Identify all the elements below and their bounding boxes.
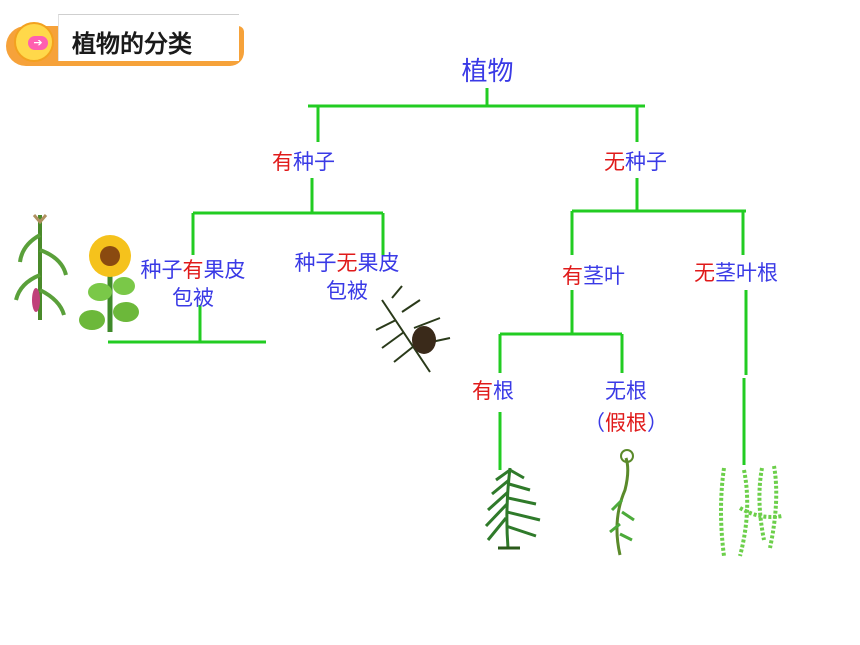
has-seed-mark: 有 bbox=[272, 150, 293, 174]
no-seed-text: 种子 bbox=[625, 150, 667, 174]
seed-no-pericarp-mark: 无 bbox=[336, 251, 358, 275]
seed-no-pericarp-label: 种子无果皮 包被 bbox=[282, 249, 412, 305]
root-label: 植物 bbox=[461, 57, 514, 87]
pine-branch-icon bbox=[375, 285, 451, 373]
seed-with-pericarp-line1: 种子有果皮 bbox=[128, 256, 258, 284]
has-root-label: 有根 bbox=[472, 377, 514, 405]
seed-no-pericarp-line2: 包被 bbox=[326, 279, 368, 303]
false-root-line: （假根） bbox=[576, 409, 676, 437]
slide-header: ➔ 植物的分类 bbox=[4, 14, 244, 68]
seed-with-pericarp-mark: 有 bbox=[182, 258, 204, 282]
no-seed-label: 无种子 bbox=[604, 148, 667, 176]
false-root-mark: 假根 bbox=[605, 411, 647, 435]
no-stem-leaf-root-label: 无茎叶根 bbox=[694, 259, 778, 287]
seed-with-pericarp-line2: 包被 bbox=[172, 286, 214, 310]
header-card bbox=[58, 14, 239, 61]
tree-connectors bbox=[108, 88, 748, 470]
seed-with-pericarp-label: 种子有果皮 包被 bbox=[128, 256, 258, 312]
moss-icon bbox=[609, 449, 635, 556]
no-stem-leaf-root-mark: 无 bbox=[694, 261, 715, 285]
algae-icon bbox=[719, 465, 783, 557]
has-seed-text: 种子 bbox=[293, 150, 335, 174]
page-title: 植物的分类 bbox=[72, 30, 192, 58]
no-root-line1: 无根 bbox=[605, 379, 647, 403]
corn-plant-icon bbox=[14, 214, 68, 320]
has-stem-leaf-mark: 有 bbox=[562, 264, 583, 288]
header-badge: ➔ bbox=[14, 22, 54, 62]
arrow-right-icon: ➔ bbox=[28, 36, 48, 50]
no-seed-mark: 无 bbox=[604, 150, 625, 174]
seed-no-pericarp-pre: 种子 bbox=[294, 251, 337, 275]
false-root-open: （ bbox=[584, 411, 605, 435]
seed-with-pericarp-rest: 果皮 bbox=[203, 258, 246, 282]
seed-no-pericarp-line1: 种子无果皮 bbox=[282, 249, 412, 277]
has-root-text: 根 bbox=[493, 379, 514, 403]
seed-with-pericarp-pre: 种子 bbox=[140, 258, 183, 282]
fern-icon bbox=[484, 467, 541, 550]
no-stem-leaf-root-text: 茎叶根 bbox=[715, 261, 778, 285]
has-stem-leaf-label: 有茎叶 bbox=[562, 262, 625, 290]
has-seed-label: 有种子 bbox=[272, 148, 335, 176]
seed-no-pericarp-rest: 果皮 bbox=[357, 251, 400, 275]
has-stem-leaf-text: 茎叶 bbox=[583, 264, 625, 288]
has-root-mark: 有 bbox=[472, 379, 493, 403]
false-root-close: ） bbox=[647, 411, 668, 435]
sunflower-icon bbox=[79, 235, 139, 332]
no-root-label: 无根 （假根） bbox=[576, 377, 676, 437]
